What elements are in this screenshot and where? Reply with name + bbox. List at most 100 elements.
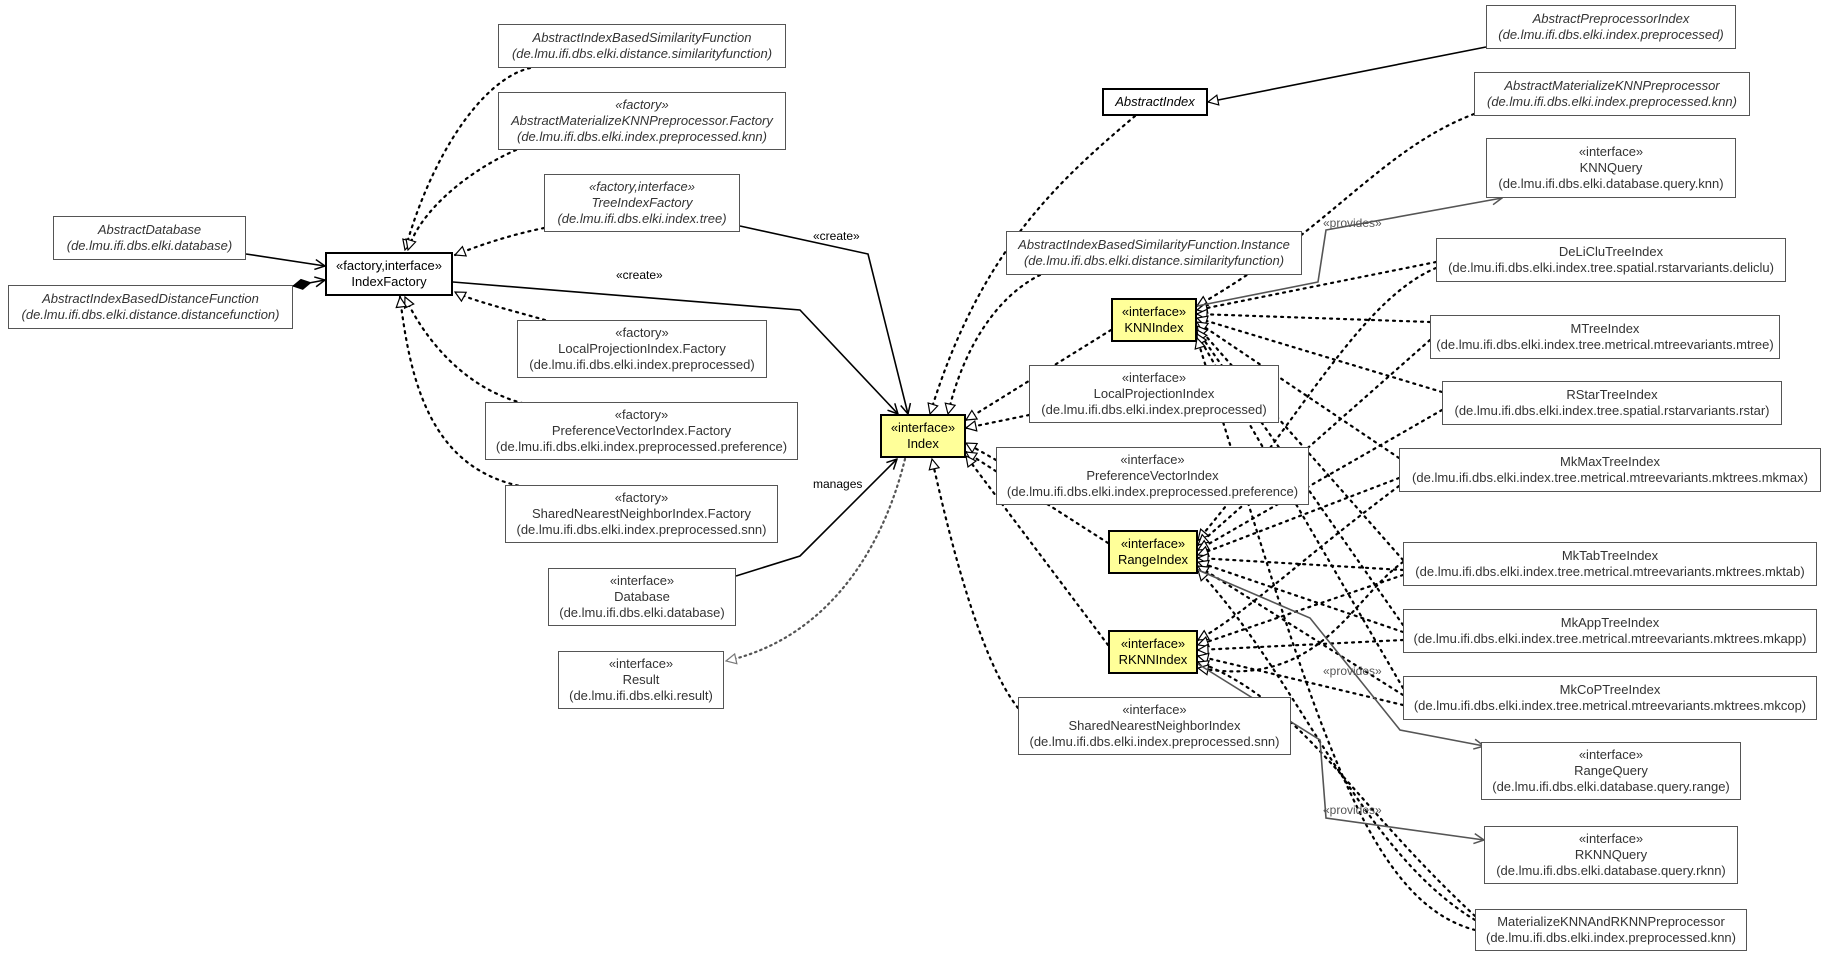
node-line: TreeIndexFactory [591,195,693,210]
class-node-abstract-database[interactable]: AbstractDatabase(de.lmu.ifi.dbs.elki.dat… [53,216,246,260]
edge-35 [1198,562,1405,634]
node-line: (de.lmu.ifi.dbs.elki.index.preprocessed.… [516,129,767,144]
node-line: Result [622,672,660,687]
class-node-abs-preproc-index[interactable]: AbstractPreprocessorIndex(de.lmu.ifi.dbs… [1486,5,1736,49]
node-line: (de.lmu.ifi.dbs.elki.index.preprocessed.… [1485,930,1736,945]
node-line: SharedNearestNeighborIndex [1068,718,1241,733]
class-node-mtree[interactable]: MTreeIndex(de.lmu.ifi.dbs.elki.index.tre… [1430,315,1780,359]
node-line: MkCoPTreeIndex [1559,682,1661,697]
edge-label-create-2: «create» [616,268,663,282]
class-node-abs-idx-dist-fn[interactable]: AbstractIndexBasedDistanceFunction(de.lm… [8,285,293,329]
edge-23 [1197,314,1432,324]
node-line: (de.lmu.ifi.dbs.elki.database) [66,238,233,253]
class-node-local-proj-index[interactable]: «interface»LocalProjectionIndex(de.lmu.i… [1029,365,1279,423]
node-line: RKNNQuery [1574,847,1648,862]
class-node-mktab[interactable]: MkTabTreeIndex(de.lmu.ifi.dbs.elki.index… [1403,542,1817,586]
edge-3 [455,290,547,322]
edge-25 [1197,320,1401,460]
node-line: MkTabTreeIndex [1561,548,1659,563]
node-line: (de.lmu.ifi.dbs.elki.index.preprocessed.… [1486,94,1737,109]
class-node-pref-vec-factory[interactable]: «factory»PreferenceVectorIndex.Factory(d… [485,402,798,460]
node-line: Index [907,436,939,451]
class-node-range-index[interactable]: «interface»RangeIndex [1108,530,1198,574]
class-node-abs-idx-sim-inst[interactable]: AbstractIndexBasedSimilarityFunction.Ins… [1006,231,1302,275]
edge-13 [948,273,1042,414]
class-node-mat-knn-rknn[interactable]: MaterializeKNNAndRKNNPreprocessor(de.lmu… [1475,909,1747,951]
node-line: AbstractIndexBasedSimilarityFunction.Ins… [1018,237,1290,252]
class-node-mkmax[interactable]: MkMaxTreeIndex(de.lmu.ifi.dbs.elki.index… [1399,448,1821,492]
node-line: AbstractIndexBasedSimilarityFunction [532,30,752,45]
class-node-result[interactable]: «interface»Result(de.lmu.ifi.dbs.elki.re… [558,651,724,709]
node-line: (de.lmu.ifi.dbs.elki.database) [559,605,725,620]
node-line: AbstractMaterializeKNNPreprocessor.Facto… [511,113,773,128]
edge-26 [1195,324,1405,562]
class-node-local-proj-factory[interactable]: «factory»LocalProjectionIndex.Factory(de… [517,320,767,378]
class-node-abs-mat-knn-preproc[interactable]: AbstractMaterializeKNNPreprocessor(de.lm… [1474,72,1750,116]
node-line: «factory,interface» [589,179,695,194]
node-line: «factory» [614,490,669,505]
edge-38 [1198,484,1401,642]
class-node-rstar[interactable]: RStarTreeIndex(de.lmu.ifi.dbs.elki.index… [1442,381,1782,425]
edge-21 [1197,112,1476,308]
edge-40 [1198,638,1405,650]
node-line: (de.lmu.ifi.dbs.elki.index.tree.spatial.… [1448,260,1774,275]
class-node-abs-mat-knn-factory[interactable]: «factory»AbstractMaterializeKNNPreproces… [498,92,786,150]
class-node-snn-factory[interactable]: «factory»SharedNearestNeighborIndex.Fact… [505,485,778,543]
class-node-abs-idx-sim-fn[interactable]: AbstractIndexBasedSimilarityFunction(de.… [498,24,786,68]
edge-43 [1198,560,1405,671]
node-line: AbstractIndex [1115,94,1195,109]
node-line: «interface» [609,573,675,588]
class-node-abstract-index[interactable]: AbstractIndex [1102,88,1208,116]
node-line: (de.lmu.ifi.dbs.elki.distance.similarity… [511,46,773,61]
class-node-index[interactable]: «interface»Index [880,414,966,458]
class-node-database[interactable]: «interface»Database(de.lmu.ifi.dbs.elki.… [548,568,736,626]
node-line: «interface» [1578,747,1644,762]
edge-1 [408,148,518,250]
node-line: (de.lmu.ifi.dbs.elki.index.preprocessed) [1498,27,1724,42]
node-line: RangeQuery [1574,763,1648,778]
class-node-rknn-query[interactable]: «interface»RKNNQuery(de.lmu.ifi.dbs.elki… [1484,826,1738,884]
class-node-knn-index[interactable]: «interface»KNNIndex [1111,298,1197,342]
node-line: (de.lmu.ifi.dbs.elki.index.tree.metrical… [1413,631,1807,646]
edge-16 [966,441,998,462]
node-line: DeLiCluTreeIndex [1558,244,1664,259]
class-node-rknn-index[interactable]: «interface»RKNNIndex [1108,630,1198,674]
node-line: «interface» [1121,304,1187,319]
edge-15 [966,413,1031,428]
edge-22 [1197,260,1438,310]
class-node-tree-index-factory[interactable]: «factory,interface»TreeIndexFactory(de.l… [544,174,740,232]
edge-28 [1195,334,1405,690]
edge-42 [1198,662,1477,918]
edge-32 [1198,408,1444,552]
edge-10 [735,459,897,577]
node-line: «factory» [614,407,669,422]
class-node-range-query[interactable]: «interface»RangeQuery(de.lmu.ifi.dbs.elk… [1481,742,1741,800]
node-line: «interface» [1120,636,1186,651]
class-node-deliclu[interactable]: DeLiCluTreeIndex(de.lmu.ifi.dbs.elki.ind… [1436,238,1786,282]
node-line: (de.lmu.ifi.dbs.elki.database.query.rknn… [1496,863,1726,878]
node-line: IndexFactory [351,274,427,289]
class-node-index-factory[interactable]: «factory,interface»IndexFactory [325,252,453,296]
node-line: (de.lmu.ifi.dbs.elki.index.tree) [557,211,727,226]
edge-41 [1198,656,1405,707]
node-line: «factory» [615,97,669,112]
class-node-snn-index[interactable]: «interface»SharedNearestNeighborIndex(de… [1018,697,1291,755]
node-line: KNNQuery [1579,160,1643,175]
edge-45 [1197,569,1484,746]
class-node-pref-vec-index[interactable]: «interface»PreferenceVectorIndex(de.lmu.… [996,447,1309,505]
node-line: (de.lmu.ifi.dbs.elki.result) [569,688,713,703]
node-line: Database [614,589,670,604]
edge-33 [1198,476,1401,555]
node-line: MkMaxTreeIndex [1560,454,1660,469]
edge-5 [400,297,527,489]
class-node-knn-query[interactable]: «interface»KNNQuery(de.lmu.ifi.dbs.elki.… [1486,138,1736,198]
node-line: (de.lmu.ifi.dbs.elki.database.query.rang… [1492,779,1730,794]
class-node-mkapp[interactable]: MkAppTreeIndex(de.lmu.ifi.dbs.elki.index… [1403,609,1817,653]
edge-9 [739,225,908,414]
class-node-mkcop[interactable]: MkCoPTreeIndex(de.lmu.ifi.dbs.elki.index… [1403,676,1817,720]
edge-44 [1196,198,1502,307]
node-line: (de.lmu.ifi.dbs.elki.index.tree.metrical… [1415,564,1805,579]
node-line: MTreeIndex [1570,321,1640,336]
edge-6 [245,253,325,266]
node-line: (de.lmu.ifi.dbs.elki.distance.similarity… [1023,253,1285,268]
